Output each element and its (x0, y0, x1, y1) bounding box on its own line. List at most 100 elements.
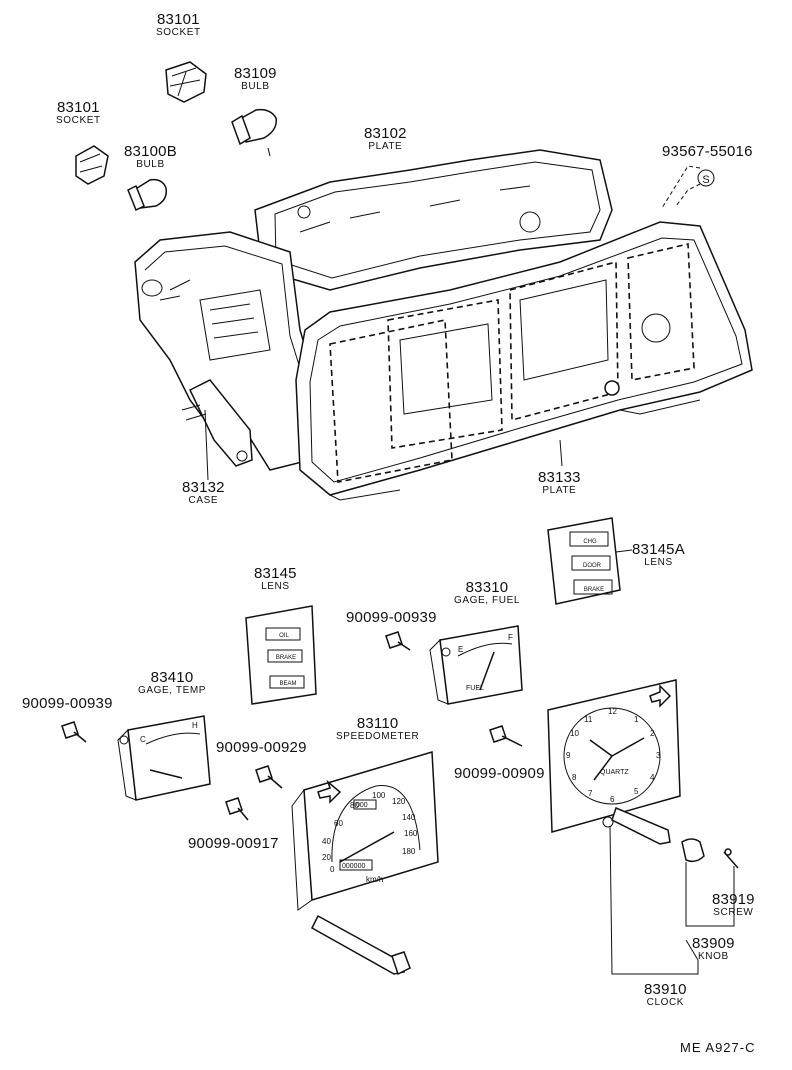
part-name: PLATE (542, 485, 577, 496)
label-screw-90099-00909: 90099-00909 (454, 766, 545, 781)
lens-83145a-drawing: CHG DOOR BRAKE (547, 517, 633, 605)
part-number: 83909 (692, 935, 735, 952)
part-name: KNOB (697, 951, 729, 962)
label-gage-fuel-83310: 83310 GAGE, FUEL (454, 580, 520, 606)
fuel-e: E (458, 645, 463, 654)
plate-83133-drawing (295, 221, 753, 501)
clock-4: 4 (650, 773, 655, 782)
part-number: 90099-00939 (346, 609, 437, 626)
part-name: GAGE, FUEL (454, 595, 521, 606)
label-socket-83101-left: 83101 SOCKET (56, 100, 101, 126)
bulb-83100b-drawing (127, 178, 168, 212)
speedo-unit: km/h (366, 875, 383, 884)
label-screw-90099-00939-a: 90099-00939 (346, 610, 437, 625)
part-number: 83133 (538, 469, 581, 486)
part-name: PLATE (368, 141, 403, 152)
clock-83910-drawing: 12 1 2 3 4 5 6 7 8 9 10 11 QUARTZ (547, 679, 681, 845)
part-number: 83109 (234, 65, 277, 82)
clock-7: 7 (588, 789, 593, 798)
part-number: 83102 (364, 125, 407, 142)
clock-5: 5 (634, 787, 639, 796)
speedo-tick-140: 140 (402, 813, 416, 822)
lens-small-label-2: BRAKE (276, 655, 296, 661)
part-name: GAGE, TEMP (138, 685, 207, 696)
leader-83910 (609, 825, 699, 975)
clock-1: 1 (634, 715, 639, 724)
label-socket-83101-top: 83101 SOCKET (156, 12, 201, 38)
part-number: 83145A (632, 541, 685, 558)
fuel-f: F (508, 633, 513, 642)
part-number: 90099-00917 (188, 835, 279, 852)
label-screw-90099-00917: 90099-00917 (188, 836, 279, 851)
part-number: 93567-55016 (662, 143, 753, 160)
part-name: CASE (188, 495, 219, 506)
part-name: CLOCK (646, 997, 685, 1008)
speedo-tick-40: 40 (322, 837, 331, 846)
lens-small-label-1: OIL (279, 633, 289, 639)
screw-90099-00939-a-drawing (385, 631, 411, 651)
clock-10: 10 (570, 729, 579, 738)
clock-9: 9 (566, 751, 571, 760)
lens-83145-drawing: OIL BRAKE BEAM (245, 605, 317, 705)
symbol-s: S (702, 174, 709, 186)
speedo-tick-120: 120 (392, 797, 406, 806)
lens-large-label-3: BRAKE (584, 587, 604, 593)
label-speedometer-83110: 83110 SPEEDOMETER (336, 716, 419, 742)
speedo-tick-0: 0 (330, 865, 335, 874)
label-part-93567: 93567-55016 (662, 144, 753, 159)
part-name: BULB (136, 159, 165, 170)
gage-temp-83410-drawing: C H (117, 715, 211, 801)
clock-11: 11 (584, 715, 593, 724)
label-screw-90099-00929: 90099-00929 (216, 740, 307, 755)
clock-8: 8 (572, 773, 577, 782)
label-lens-83145: 83145 LENS (254, 566, 297, 592)
part-number: 83145 (254, 565, 297, 582)
label-gage-temp-83410: 83410 GAGE, TEMP (138, 670, 206, 696)
label-screw-83919: 83919 SCREW (712, 892, 755, 918)
screw-90099-00909-drawing (489, 725, 523, 747)
part-name: BULB (241, 81, 270, 92)
part-number: 83100B (124, 143, 177, 160)
case-83132-drawing (134, 231, 331, 471)
speedo-tick-100: 100 (372, 791, 386, 800)
part-number: 83101 (57, 99, 100, 116)
clock-2: 2 (650, 729, 655, 738)
part-number: 83910 (644, 981, 687, 998)
bulb-83109-drawing (231, 108, 277, 157)
label-bulb-83100b: 83100B BULB (124, 144, 177, 170)
lens-large-label-1: CHG (583, 539, 597, 545)
speedo-tick-180: 180 (402, 847, 416, 856)
label-screw-90099-00939-b: 90099-00939 (22, 696, 113, 711)
diagram-reference: ME A927-C (680, 1040, 756, 1055)
label-lens-83145a: 83145A LENS (632, 542, 685, 568)
part-name: SPEEDOMETER (336, 731, 420, 742)
clock-12: 12 (608, 707, 617, 716)
speedo-tick-160: 160 (404, 829, 418, 838)
lens-large-label-2: DOOR (583, 563, 602, 569)
part-number: 90099-00929 (216, 739, 307, 756)
part-number: 83132 (182, 479, 225, 496)
leader-83133 (559, 439, 563, 467)
speedo-odometer: 000000 (342, 863, 365, 870)
part-number: 83110 (356, 715, 399, 732)
symbol-s-group: S (661, 165, 715, 209)
lens-small-label-3: BEAM (279, 681, 296, 687)
part-number: 83410 (150, 669, 194, 686)
leader-83919 (685, 862, 735, 927)
part-number: 90099-00909 (454, 765, 545, 782)
temp-c: C (140, 735, 146, 744)
label-clock-83910: 83910 CLOCK (644, 982, 687, 1008)
screw-90099-00917-drawing (225, 797, 249, 821)
part-number: 83919 (712, 891, 755, 908)
fuel-label: FUEL (466, 685, 484, 692)
temp-h: H (192, 721, 198, 730)
part-name: SOCKET (156, 27, 201, 38)
speedometer-83110-drawing: 0 20 40 60 80 100 120 140 160 180 000000… (291, 751, 439, 976)
leader-83909 (685, 939, 699, 961)
label-bulb-83109: 83109 BULB (234, 66, 277, 92)
part-number: 90099-00939 (22, 695, 113, 712)
speedo-trip: 000 (356, 802, 368, 809)
leader-83132 (204, 409, 209, 481)
knob-83909-drawing (681, 838, 705, 863)
